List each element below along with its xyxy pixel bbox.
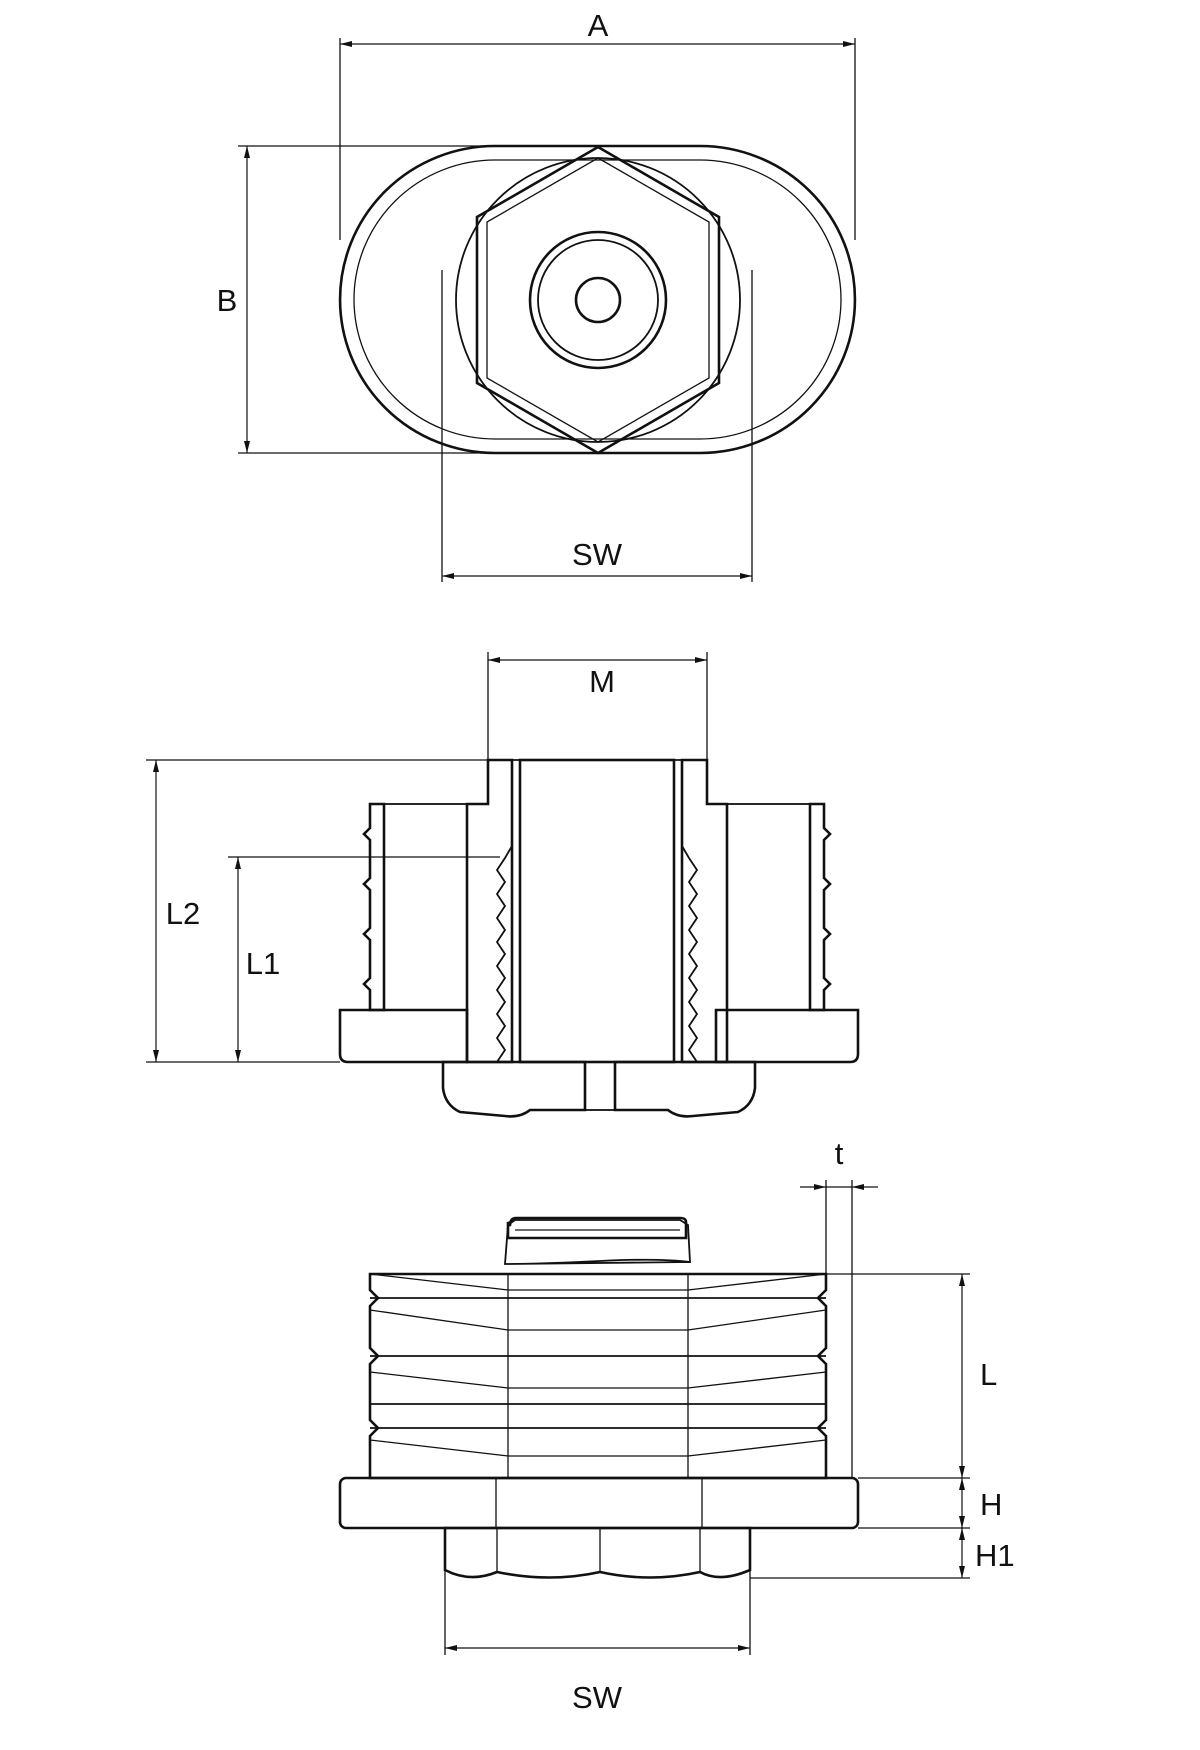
outer-wall-left (362, 802, 386, 1012)
dimension-t: t (800, 1136, 878, 1478)
thread-boss-left (465, 758, 514, 1064)
hexagon-chamfer-circle (455, 157, 741, 443)
nut-section-right (613, 1060, 757, 1118)
base-plate (338, 1476, 860, 1530)
bore-ring-outer (528, 230, 668, 370)
dimension-label-h: H (980, 1487, 1002, 1522)
side-view: t (338, 1136, 1015, 1715)
nozzle-thread (504, 1219, 691, 1265)
threaded-insert-right (673, 759, 699, 1063)
pocket-left (383, 803, 468, 1011)
dimension-h1: H1 (750, 1528, 1015, 1579)
top-nozzle (506, 1216, 688, 1240)
dimension-l: L (826, 1273, 997, 1479)
dimension-sw-top: SW (441, 270, 753, 582)
threaded-insert-left (495, 759, 521, 1063)
hexagon-outline (475, 145, 721, 455)
top-view: A B SW (217, 8, 857, 582)
dimension-b: B (217, 145, 500, 454)
thread-boss-right (680, 758, 729, 1064)
outer-wall-right (808, 802, 832, 1012)
dimension-l2: L2 (146, 759, 510, 1063)
dimension-label-l2: L2 (166, 896, 200, 931)
dimension-label-h1: H1 (975, 1538, 1015, 1573)
hexagon-chamfer (486, 157, 710, 443)
nut-bore (584, 1061, 616, 1111)
pocket-right (726, 803, 811, 1011)
dimension-label-b: B (217, 283, 238, 318)
dimension-label-a: A (588, 8, 609, 43)
hex-nut (443, 1526, 752, 1579)
oval-base-inner (353, 159, 842, 440)
center-bore (574, 276, 622, 324)
dimension-l1: L1 (228, 856, 500, 1062)
nut-section-left (441, 1060, 587, 1118)
dimension-h: H (858, 1478, 1002, 1529)
section-view: M L2 L1 (146, 652, 860, 1118)
dimension-label-sw-bottom: SW (572, 1680, 623, 1715)
dimension-sw-bottom: SW (444, 1570, 751, 1715)
center-bore-section (518, 758, 676, 1064)
dimension-label-l1: L1 (246, 946, 280, 981)
dimension-a: A (339, 8, 856, 240)
ribbed-body (368, 1272, 828, 1480)
flange-section-right (714, 1008, 860, 1064)
oval-base-outline (338, 144, 857, 455)
flange-section-left (338, 1008, 469, 1064)
dimension-label-m: M (589, 664, 615, 699)
bore-ring-inner (537, 239, 659, 361)
dimension-label-sw-top: SW (572, 537, 623, 572)
dimension-label-l: L (980, 1357, 997, 1392)
dimension-label-t: t (835, 1136, 844, 1171)
